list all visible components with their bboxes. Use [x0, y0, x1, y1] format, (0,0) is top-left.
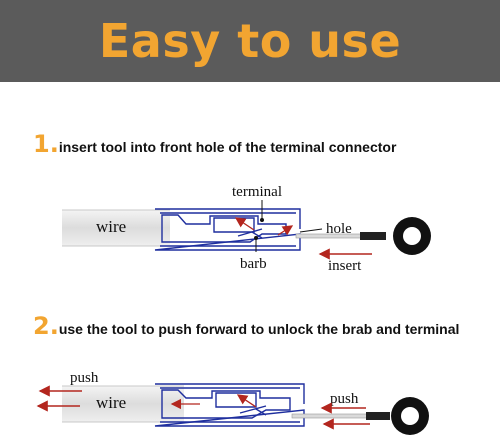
hole-label: hole	[326, 221, 352, 237]
insert-label: insert	[328, 258, 362, 274]
release-tool	[295, 217, 431, 255]
wire-label: wire	[96, 217, 126, 236]
arrow-up	[234, 217, 255, 231]
wire-body	[62, 386, 184, 422]
connector-housing	[154, 383, 305, 427]
page-title: Easy to use	[98, 14, 402, 68]
terminal-label: terminal	[232, 184, 282, 200]
step-1-number: 1.	[33, 130, 59, 158]
push-left-label: push	[70, 370, 99, 386]
step-1-heading: 1. insert tool into front hole of the te…	[33, 130, 396, 158]
terminal-leader-dot	[260, 218, 264, 222]
barb	[239, 405, 267, 416]
step-2-heading: 2. use the tool to push forward to unloc…	[33, 312, 459, 340]
header-banner: Easy to use	[0, 0, 500, 82]
wire-label: wire	[96, 393, 126, 412]
step-2-number: 2.	[33, 312, 59, 340]
barb-leader-dot	[254, 236, 258, 240]
push-right-label: push	[330, 391, 359, 407]
step-1-diagram: wire terminal hole barb insert	[62, 184, 431, 274]
step-1-text: insert tool into front hole of the termi…	[58, 139, 397, 155]
connector-housing	[154, 208, 301, 251]
barb	[237, 228, 263, 239]
step-2-text: use the tool to push forward to unlock t…	[58, 321, 460, 337]
barb-label: barb	[240, 256, 267, 272]
release-tool	[291, 397, 429, 435]
wire-body	[62, 210, 170, 246]
hole-leader	[299, 228, 323, 233]
arrow-up	[236, 394, 257, 408]
arrow-tip	[277, 225, 294, 236]
step-2-diagram: push wire push	[36, 370, 429, 435]
